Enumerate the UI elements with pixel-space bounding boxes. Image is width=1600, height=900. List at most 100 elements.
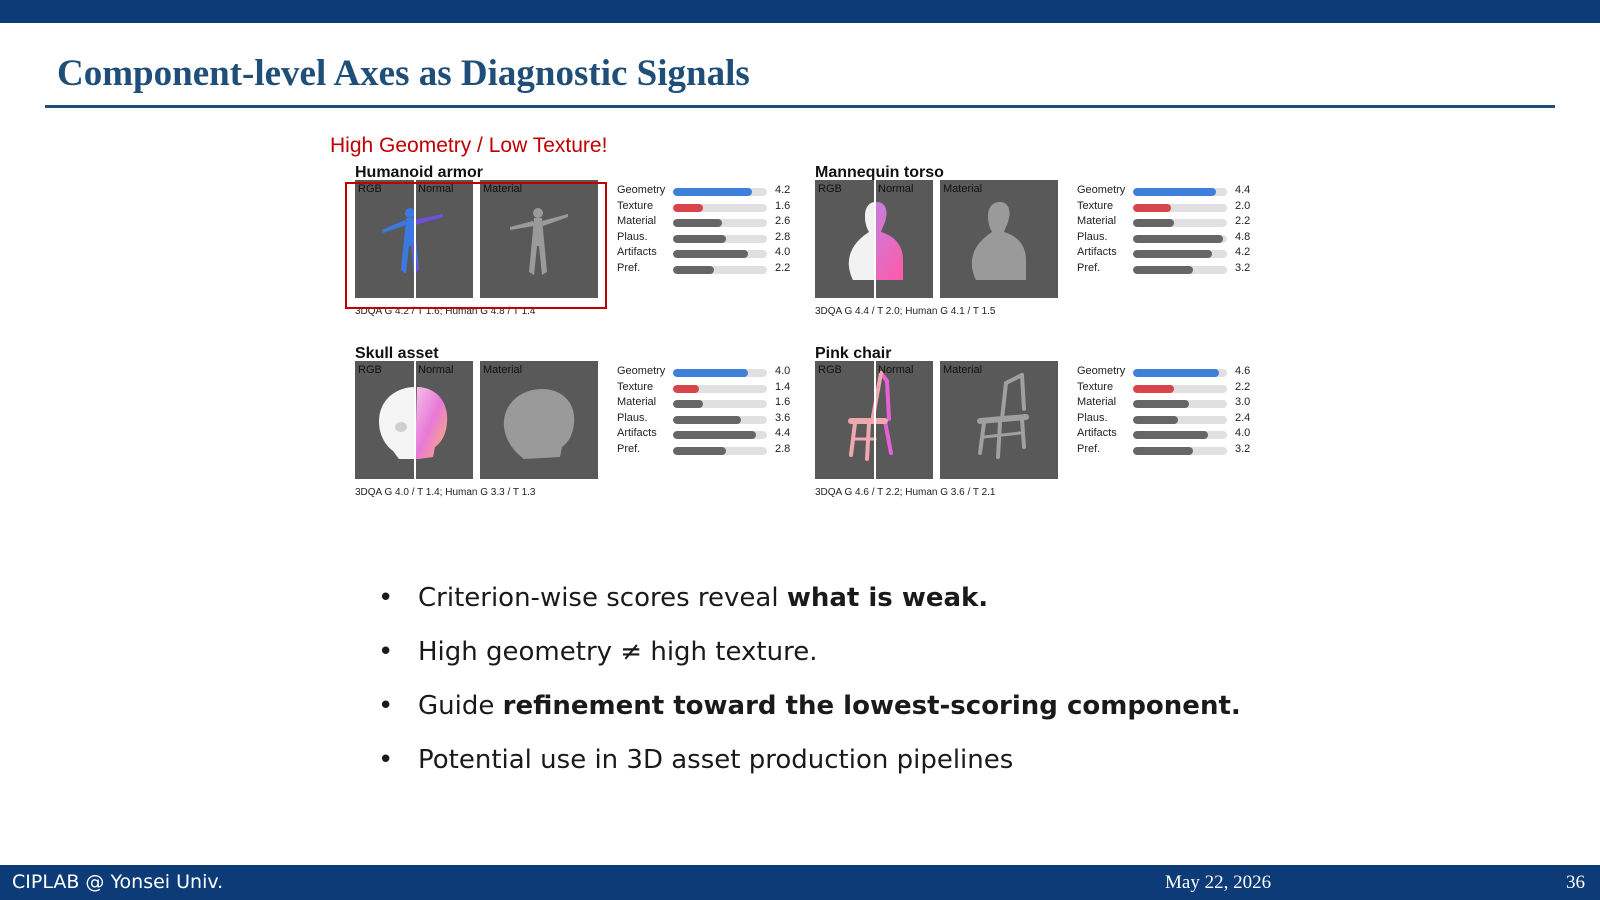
bullet-bold-text: what is weak. [786, 583, 989, 613]
score-fill [1133, 219, 1175, 227]
panel-name: Pink chair [815, 345, 892, 362]
score-row: Pref.3.2 [1077, 443, 1257, 459]
skull-material-render [503, 389, 575, 459]
footer-org: CIPLAB @ Yonsei Univ. [12, 871, 224, 893]
score-fill [673, 188, 752, 196]
score-label: Geometry [1077, 365, 1126, 377]
score-track [1133, 369, 1227, 377]
bullet-dot: • [378, 637, 394, 667]
panel-mannequin-torso: Mannequin torso RGB Normal Material Geom… [815, 164, 1265, 334]
score-track [1133, 203, 1227, 212]
score-track [673, 234, 767, 243]
rgb-normal-view: RGB Normal [355, 361, 473, 479]
score-label: Pref. [617, 261, 641, 274]
material-label: Material [483, 364, 523, 376]
score-label: Plaus. [617, 411, 648, 424]
score-label: Material [1077, 396, 1117, 408]
score-fill [673, 203, 704, 212]
normal-label: Normal [878, 364, 914, 376]
rgb-label: RGB [818, 364, 842, 376]
score-row: Pref.3.2 [1077, 262, 1257, 278]
view-split-line [414, 361, 416, 479]
score-value: 2.8 [775, 230, 791, 243]
score-track [673, 446, 767, 455]
score-fill [1133, 431, 1209, 439]
panel-humanoid-armor: Humanoid armor RGB Normal Mater [355, 164, 805, 334]
panel-name: Skull asset [355, 345, 439, 362]
score-label: Material [617, 215, 657, 227]
score-track [1133, 265, 1227, 274]
score-label: Artifacts [1077, 427, 1117, 439]
score-value: 1.6 [775, 199, 791, 212]
score-value: 2.8 [775, 442, 791, 455]
score-fill [673, 265, 715, 274]
humanoid-material-render [510, 208, 568, 275]
score-fill [673, 234, 726, 243]
score-label: Plaus. [617, 230, 648, 243]
score-track [673, 203, 767, 212]
score-value: 4.8 [1235, 230, 1251, 243]
top-header-bar [0, 0, 1600, 23]
score-label: Material [617, 396, 657, 408]
score-value: 2.2 [1235, 215, 1251, 227]
score-fill [1133, 188, 1216, 196]
normal-label: Normal [418, 364, 454, 376]
page-number: 36 [1566, 872, 1585, 893]
normal-label: Normal [418, 183, 454, 195]
score-fill [673, 446, 726, 455]
score-value: 4.6 [1235, 365, 1251, 377]
score-label: Geometry [617, 184, 666, 196]
material-label: Material [483, 183, 523, 195]
score-track [1133, 234, 1227, 243]
callout-label: High Geometry / Low Texture! [330, 134, 608, 157]
rgb-label: RGB [358, 183, 382, 195]
score-fill [673, 400, 704, 408]
panel-pink-chair: Pink chair RGB Normal [815, 345, 1265, 515]
score-value: 4.4 [1235, 184, 1251, 196]
score-track [673, 188, 767, 196]
chair-material-render [977, 373, 1029, 459]
material-view: Material [940, 180, 1058, 298]
score-label: Artifacts [1077, 246, 1117, 258]
score-label: Pref. [1077, 442, 1101, 455]
score-value: 2.2 [1235, 380, 1251, 393]
bullet-text: Guide [418, 691, 503, 721]
score-row: Pref.2.8 [617, 443, 797, 459]
score-track [1133, 400, 1227, 408]
score-track [1133, 188, 1227, 196]
material-view: Material [480, 180, 598, 298]
slide-title: Component-level Axes as Diagnostic Signa… [57, 53, 750, 94]
score-fill [1133, 265, 1194, 274]
score-track [673, 265, 767, 274]
bullet-dot: • [378, 691, 394, 721]
bullet-dot: • [378, 583, 394, 613]
score-value: 4.2 [775, 184, 791, 196]
score-row: Plaus.2.4 [1077, 412, 1257, 428]
score-value: 2.2 [775, 261, 791, 274]
score-value: 1.4 [775, 380, 791, 393]
score-fill [1133, 400, 1190, 408]
score-track [673, 250, 767, 258]
rgb-normal-view: RGB Normal [815, 361, 933, 479]
view-split-line [874, 361, 876, 479]
score-label: Texture [1077, 199, 1114, 212]
score-fill [673, 250, 749, 258]
bullet-bold-text: refinement toward the lowest-scoring com… [502, 691, 1241, 721]
score-track [1133, 415, 1227, 424]
score-row: Plaus. 2.8 [617, 231, 797, 247]
score-row: Artifacts 4.0 [1077, 427, 1257, 443]
score-value: 4.4 [775, 427, 791, 439]
material-label: Material [943, 183, 983, 195]
score-fill [1133, 203, 1171, 212]
score-track [1133, 384, 1227, 393]
score-fill [1133, 415, 1179, 424]
score-value: 3.6 [775, 411, 791, 424]
score-value: 4.0 [1235, 427, 1251, 439]
